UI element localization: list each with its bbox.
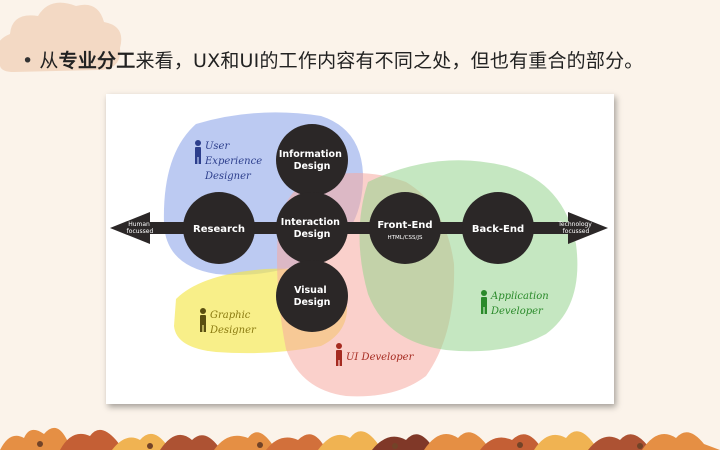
node-front-end: Front-End HTML/CSS/JS — [369, 192, 441, 264]
person-icon — [200, 308, 206, 332]
person-icon — [336, 343, 342, 366]
svg-text:Information Design: Information Design — [279, 149, 345, 172]
header-line: •从专业分工来看，UX和UI的工作内容有不同之处，但也有重合的部分。 — [22, 46, 643, 73]
node-back-end: Back-End — [462, 192, 534, 264]
header-text-before: 从 — [39, 50, 59, 72]
node-interaction-design: Interaction Design — [276, 192, 348, 264]
decorative-cloud — [0, 2, 122, 72]
front-end-sub: HTML/CSS/JS — [388, 235, 423, 241]
svg-text:Research: Research — [193, 224, 245, 235]
role-application-developer: Application Developer — [481, 290, 552, 317]
role-ux-designer: User Experience Designer — [195, 140, 265, 182]
header-text-after: 来看，UX和UI的工作内容有不同之处，但也有重合的部分。 — [135, 50, 644, 72]
node-research: Research — [183, 192, 255, 264]
node-information-design: Information Design — [276, 124, 348, 196]
role-diagram: Human focussed Technology focussed Resea… — [110, 112, 608, 397]
node-visual-design: Visual Design — [276, 260, 348, 332]
svg-text:Interaction Design: Interaction Design — [281, 217, 343, 240]
role-graphic-designer: Graphic Designer — [200, 308, 257, 336]
role-ui-developer: UI Developer — [336, 343, 415, 366]
svg-text:Front-End: Front-End — [377, 220, 432, 231]
svg-text:Application Developer: Application Developer — [490, 291, 552, 317]
axis-arrow-left — [110, 212, 150, 244]
person-icon — [481, 290, 487, 314]
svg-text:Graphic Designer: Graphic Designer — [209, 310, 257, 336]
diagram-panel: Human focussed Technology focussed Resea… — [106, 94, 614, 404]
header-text-bold: 专业分工 — [58, 50, 136, 72]
axis-left-label: Human focussed — [127, 221, 154, 235]
decorative-leaf-footer — [0, 427, 720, 450]
bullet: • — [22, 50, 34, 72]
svg-text:Visual Design: Visual Design — [294, 285, 331, 308]
person-icon — [195, 140, 201, 164]
svg-text:UI Developer: UI Developer — [346, 352, 415, 363]
svg-text:User Experience: User Experience Designer — [204, 141, 265, 182]
axis-right-label: Technology focussed — [557, 221, 594, 235]
svg-text:Back-End: Back-End — [472, 224, 524, 235]
axis-arrow-right — [568, 212, 608, 244]
